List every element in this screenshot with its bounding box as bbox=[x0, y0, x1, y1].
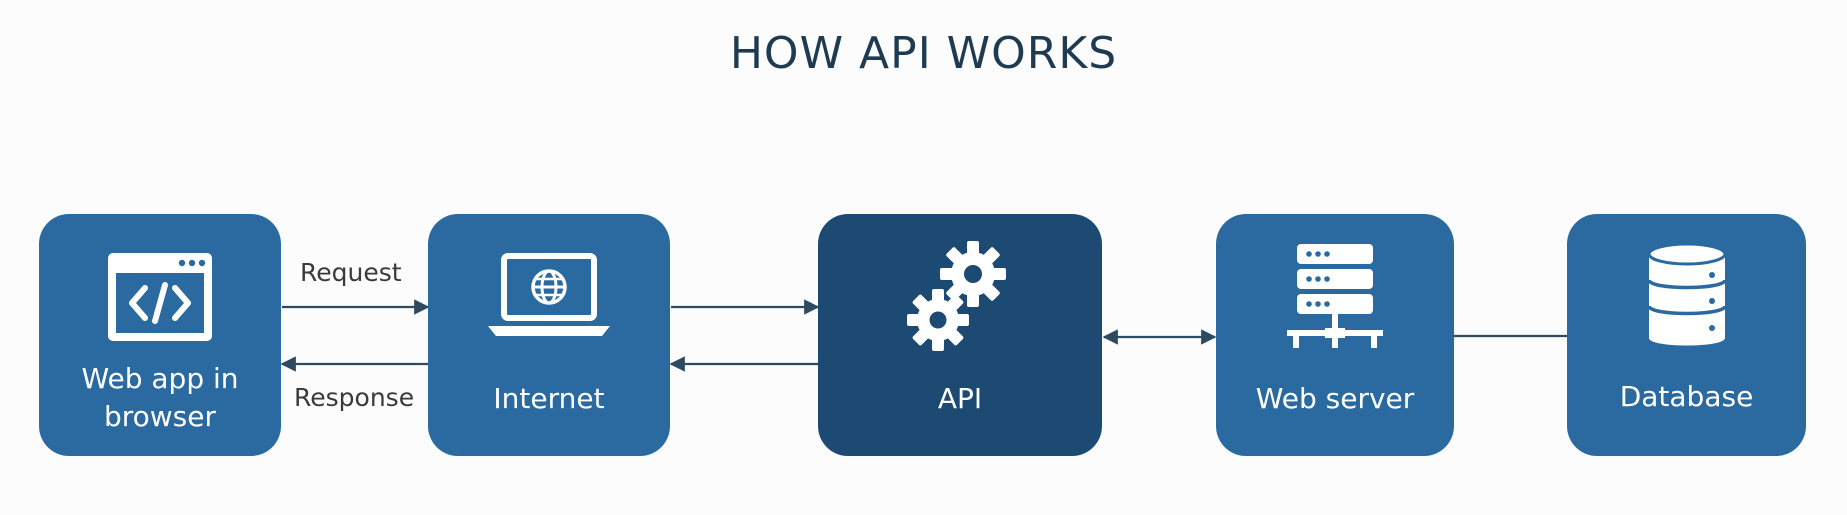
node-web-server: Web server bbox=[1216, 214, 1454, 456]
node-api: API bbox=[818, 214, 1102, 456]
node-label: Web server bbox=[1255, 382, 1415, 415]
diagram-title: HOW API WORKS bbox=[729, 28, 1118, 79]
database-icon bbox=[1567, 240, 1806, 352]
node-label-line2: browser bbox=[103, 400, 217, 433]
node-label: API bbox=[937, 382, 983, 415]
node-label: Database bbox=[1619, 380, 1754, 413]
laptop-globe-icon bbox=[428, 252, 670, 342]
node-label-line1: Web app in bbox=[81, 362, 239, 395]
gears-icon bbox=[818, 240, 1102, 352]
node-internet: Internet bbox=[428, 214, 670, 456]
node-web-app: Web app in browser bbox=[39, 214, 281, 456]
node-label: Internet bbox=[493, 382, 605, 415]
request-label: Request bbox=[300, 258, 402, 287]
server-icon bbox=[1216, 242, 1454, 352]
node-database: Database bbox=[1567, 214, 1806, 456]
code-window-icon bbox=[39, 250, 281, 344]
response-label: Response bbox=[294, 383, 415, 412]
